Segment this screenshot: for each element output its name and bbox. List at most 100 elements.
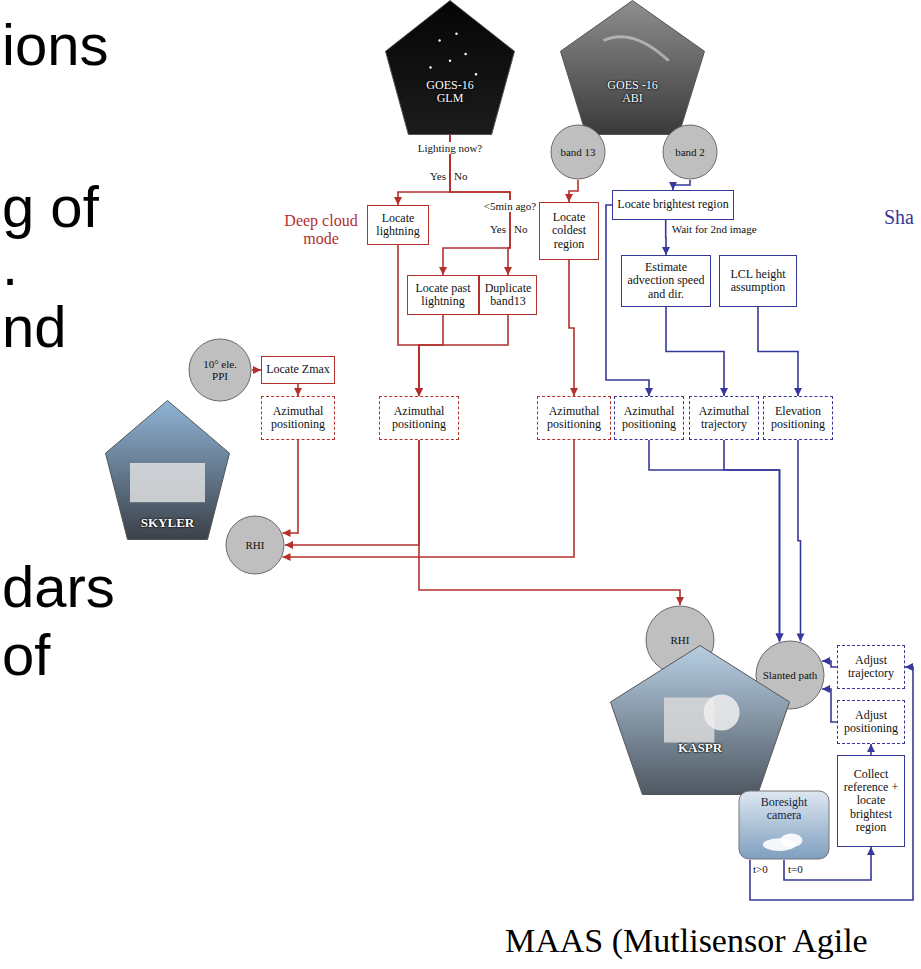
arrow-head [776, 634, 784, 642]
sensor-pentagon-outline [610, 645, 790, 795]
process-box: Collect reference + locate brightest reg… [837, 755, 905, 847]
slide-text: ions [2, 16, 108, 74]
connector-line [758, 307, 798, 396]
output-box: Azimuthal positioning [614, 396, 684, 440]
slide-text: nd [2, 298, 67, 356]
branch-answer: Yes [490, 223, 506, 235]
sensor-pentagon-outline [385, 0, 515, 135]
connector [282, 440, 298, 537]
node-text: band 13 [560, 146, 595, 158]
process-box: Locate Zmax [261, 356, 335, 384]
arrow-head [822, 685, 830, 693]
connector [294, 384, 302, 396]
scan-circle: 10° ele. PPI [188, 338, 252, 402]
node-text: Estimate advection speed and dir. [625, 261, 707, 301]
connector-line [822, 689, 837, 722]
connector [252, 366, 261, 374]
arrow-head [867, 744, 875, 752]
arrow-head [415, 388, 423, 396]
process-box: Duplicate band13 [479, 275, 537, 315]
arrow-head [439, 267, 447, 275]
connector [724, 440, 784, 642]
arrow-head [720, 388, 728, 396]
connector-line [283, 440, 299, 533]
node-text: GOES-16 GLM [420, 79, 480, 105]
connector-line [724, 440, 780, 642]
caption: MAAS (Mutlisensor Agile [505, 922, 868, 959]
node-text: LCL height assumption [723, 268, 793, 294]
connector-line [398, 245, 419, 396]
node-text: Azimuthal positioning [541, 405, 607, 431]
node-text: Elevation positioning [767, 405, 829, 431]
node-text: RHI [671, 634, 690, 646]
output-box: Adjust trajectory [837, 645, 905, 689]
branch-answer: Yes [430, 170, 446, 182]
node-text: Slanted path [763, 669, 818, 681]
connector-line [285, 440, 419, 545]
connector-line [798, 440, 801, 642]
branch-question: Lighting now? [416, 142, 484, 154]
arrow-head [669, 182, 677, 190]
arrow-head [282, 553, 290, 561]
process-box: Locate past lightning [407, 275, 479, 315]
process-box: Estimate advection speed and dir. [621, 255, 711, 307]
node-text: Azimuthal trajectory [693, 405, 755, 431]
connector [666, 307, 728, 396]
node-text: Locate past lightning [411, 282, 475, 308]
arrow-head [394, 197, 402, 205]
arrow-head [676, 597, 684, 605]
sensor-pentagon-outline [560, 0, 705, 135]
arrow-head [504, 267, 512, 275]
sensor-pentagon: SKYLER [105, 400, 230, 540]
connector [669, 180, 690, 190]
mode-label: Sha [884, 206, 914, 228]
output-box: Azimuthal trajectory [689, 396, 759, 440]
node-text: SKYLER [141, 516, 194, 530]
branch-answer: No [514, 223, 527, 235]
time-label: t=0 [788, 863, 803, 875]
connector-line [283, 440, 575, 557]
arrow-head [662, 247, 670, 255]
node-text: RHI [246, 539, 265, 551]
node-text: KASPR [678, 741, 722, 755]
arrow-head [645, 388, 653, 396]
connector [282, 440, 574, 561]
slide-text: . [2, 236, 18, 294]
edge-label: Wait for 2nd image [671, 223, 758, 235]
arrow-head [285, 541, 293, 549]
node-text: Locate coldest region [543, 211, 595, 251]
arrow-head [415, 388, 423, 396]
process-box: LCL height assumption [719, 255, 797, 307]
arrow-head [415, 388, 423, 396]
connector-line [673, 180, 690, 190]
slide-text: g of [2, 178, 99, 236]
node-text: Locate brightest region [617, 198, 728, 211]
sensor-pentagon: GOES -16 ABI [560, 0, 705, 135]
node-text: band 2 [675, 146, 705, 158]
time-label: t>0 [753, 863, 768, 875]
scan-circle: band 2 [662, 124, 718, 180]
connector-line [569, 260, 574, 396]
connector [822, 685, 837, 722]
output-box: Elevation positioning [763, 396, 833, 440]
arrow-head [282, 529, 290, 537]
node-text: 10° ele. PPI [195, 358, 246, 382]
node-text: Azimuthal positioning [618, 405, 680, 431]
mode-label: Deep cloud mode [278, 212, 364, 247]
arrow-head [294, 388, 302, 396]
node-text: Collect reference + locate brightest reg… [841, 768, 901, 834]
node-text: Azimuthal positioning [265, 405, 331, 431]
node-text: Locate Zmax [266, 363, 330, 376]
arrow-head [565, 194, 573, 202]
arrow-head [905, 663, 913, 671]
arrow-head [822, 657, 830, 665]
camera-box: Boresight camera [738, 790, 830, 860]
process-box: Locate coldest region [539, 202, 599, 260]
connector [797, 440, 805, 642]
node-text: Duplicate band13 [483, 282, 533, 308]
sensor-pentagon: GOES-16 GLM [385, 0, 515, 135]
arrow-head [794, 388, 802, 396]
connector [285, 440, 419, 549]
connector-line [419, 315, 443, 396]
